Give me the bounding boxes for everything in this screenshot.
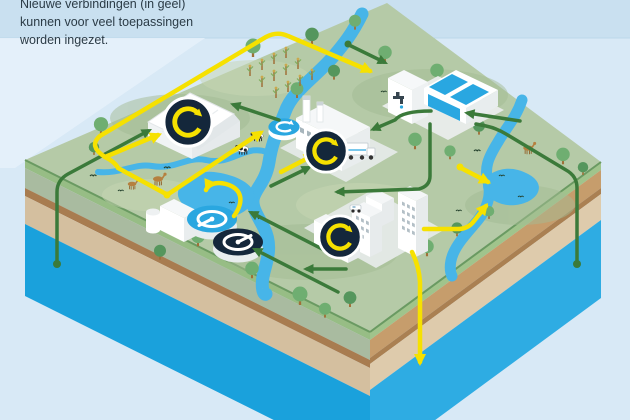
right-pond	[483, 168, 539, 206]
car	[349, 204, 362, 213]
edge-connection-line	[92, 31, 373, 160]
reuse-cycle-icon-factory	[305, 130, 347, 172]
basin-pool	[450, 84, 489, 105]
main-river	[246, 7, 369, 301]
left-pond	[177, 171, 255, 218]
caption-line-3: worden ingezet.	[20, 33, 109, 47]
groundwater-well-left	[53, 124, 155, 268]
water-swirl-disc-icon	[267, 117, 301, 142]
surface-water	[95, 7, 539, 301]
groundwater-layer-left	[25, 224, 370, 420]
green-flow-arrows	[53, 40, 581, 294]
reuse-cycle-icon-greenhouse	[164, 98, 212, 146]
groundwater-layer-right	[370, 220, 601, 420]
basin-weir	[428, 94, 460, 121]
reuse-cycle-icon-city	[319, 216, 361, 258]
caption: Nieuwe verbindingen (in geel) kunnen voo…	[20, 0, 240, 49]
caption-line-2: kunnen voor veel toepassingen	[20, 15, 194, 29]
left-stream	[95, 147, 270, 176]
meter-station	[146, 199, 265, 264]
basin-pool	[429, 74, 468, 95]
caption-line-1: Nieuwe verbindingen (in geel)	[20, 0, 186, 11]
gauge-disc-dark-icon	[211, 227, 265, 264]
soil-layers-left	[25, 160, 370, 420]
delivery-truck	[344, 142, 376, 160]
tap-icon	[393, 92, 404, 109]
tower-windows	[402, 201, 415, 236]
city-infiltration-arrow	[409, 249, 423, 365]
groundwater-well-right	[474, 122, 581, 268]
right-river	[444, 94, 528, 282]
